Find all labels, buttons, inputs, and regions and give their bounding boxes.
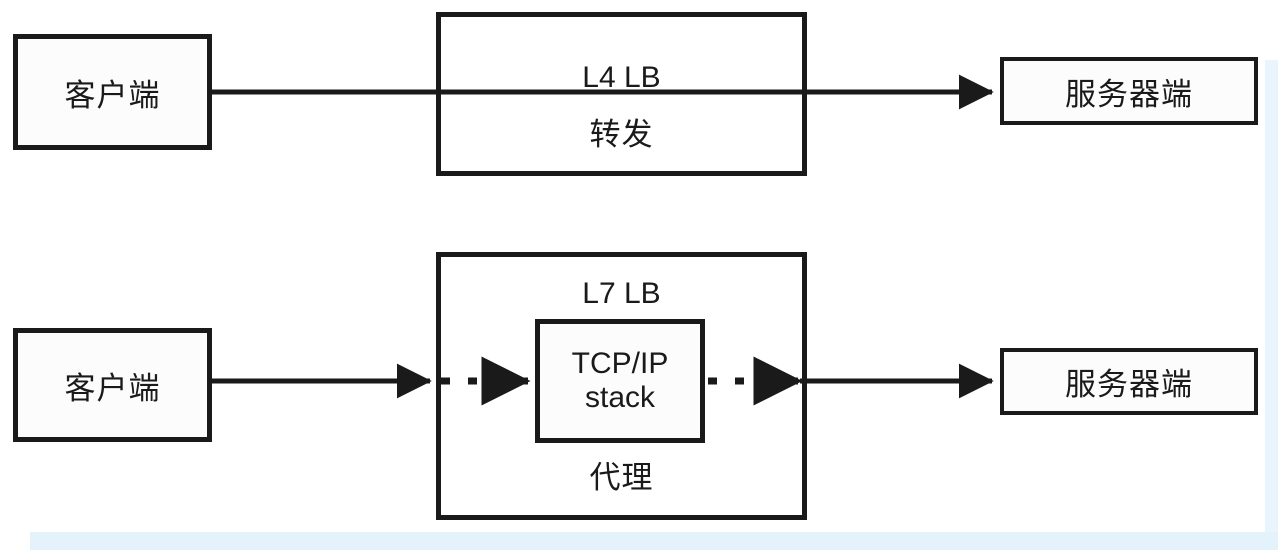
client-label-l4: 客户端: [64, 77, 161, 114]
server-box-l4[interactable]: 服务器端: [1000, 57, 1258, 125]
server-box-l7[interactable]: 服务器端: [1000, 348, 1258, 415]
tcpip-stack-box[interactable]: TCP/IP stack: [535, 319, 705, 443]
l4-lb-title: L4 LB: [582, 61, 661, 94]
l4-lb-box[interactable]: L4 LB 转发: [436, 12, 807, 176]
l4-lb-subtitle: 转发: [589, 117, 654, 153]
client-box-l7[interactable]: 客户端: [13, 328, 212, 442]
l7-lb-subtitle: 代理: [589, 460, 654, 496]
l7-lb-title: L7 LB: [582, 277, 661, 310]
tcpip-stack-line2: stack: [584, 381, 656, 414]
client-box-l4[interactable]: 客户端: [13, 34, 212, 150]
client-label-l7: 客户端: [64, 370, 161, 407]
server-label-l7: 服务器端: [1065, 367, 1193, 403]
server-label-l4: 服务器端: [1065, 76, 1193, 113]
accent-band-bottom: [30, 532, 1278, 550]
accent-band-right: [1265, 60, 1278, 550]
tcpip-stack-line1: TCP/IP: [571, 346, 669, 380]
